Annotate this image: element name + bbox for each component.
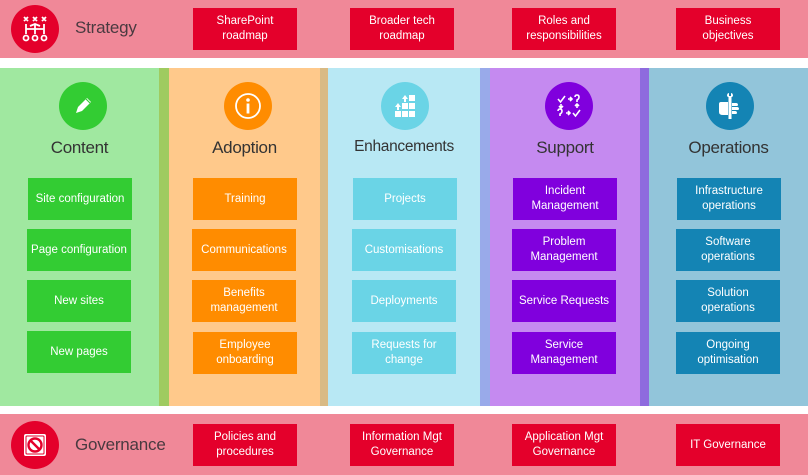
support-item[interactable]: Incident Management [513, 178, 617, 220]
adoption-item[interactable]: Communications [192, 229, 296, 271]
governance-item[interactable]: Application Mgt Governance [512, 424, 616, 466]
content-item[interactable]: New sites [27, 280, 131, 322]
adoption-item[interactable]: Employee onboarding [193, 332, 297, 374]
strategy-band: Strategy SharePoint roadmap Broader tech… [0, 0, 808, 58]
info-icon [224, 82, 272, 130]
growth-blocks-icon [381, 82, 429, 130]
governance-title: Governance [75, 435, 166, 454]
governance-item[interactable]: IT Governance [676, 424, 780, 466]
column-separator [480, 68, 490, 406]
column-title: Support [536, 138, 594, 157]
governance-item[interactable]: Information Mgt Governance [350, 424, 454, 466]
column-separator [320, 68, 328, 406]
operations-item[interactable]: Infrastructure operations [677, 178, 781, 220]
support-item[interactable]: Service Management [512, 332, 616, 374]
column-title: Enhancements [354, 138, 454, 155]
enhancements-item[interactable]: Requests for change [352, 332, 456, 374]
column-adoption: Adoption Training Communications Benefit… [169, 68, 320, 406]
strategy-item[interactable]: Business objectives [676, 8, 780, 50]
enhancements-item[interactable]: Projects [353, 178, 457, 220]
prohibited-sign-icon [11, 421, 59, 469]
hand-wrench-icon [706, 82, 754, 130]
decision-tree-icon [11, 5, 59, 53]
enhancements-item[interactable]: Customisations [352, 229, 456, 271]
support-item[interactable]: Service Requests [512, 280, 616, 322]
operations-item[interactable]: Solution operations [676, 280, 780, 322]
column-separator [640, 68, 649, 406]
pencil-icon [59, 82, 107, 130]
governance-item[interactable]: Policies and procedures [193, 424, 297, 466]
strategy-item[interactable]: Roles and responsibilities [512, 8, 616, 50]
content-item[interactable]: Page configuration [27, 229, 131, 271]
adoption-item[interactable]: Benefits management [192, 280, 296, 322]
strategy-title: Strategy [75, 18, 137, 37]
content-item[interactable]: New pages [27, 331, 131, 373]
column-operations: Operations Infrastructure operations Sof… [649, 68, 808, 406]
column-content: Content Site configuration Page configur… [0, 68, 159, 406]
strategy-item[interactable]: Broader tech roadmap [350, 8, 454, 50]
column-title: Operations [688, 138, 769, 157]
content-item[interactable]: Site configuration [28, 178, 132, 220]
question-check-cycle-icon [545, 82, 593, 130]
column-title: Adoption [212, 138, 277, 157]
column-enhancements: Enhancements Projects Customisations Dep… [328, 68, 480, 406]
operations-item[interactable]: Software operations [676, 229, 780, 271]
governance-band: Governance Policies and procedures Infor… [0, 414, 808, 475]
strategy-item[interactable]: SharePoint roadmap [193, 8, 297, 50]
support-item[interactable]: Problem Management [512, 229, 616, 271]
operations-item[interactable]: Ongoing optimisation [676, 332, 780, 374]
enhancements-item[interactable]: Deployments [352, 280, 456, 322]
adoption-item[interactable]: Training [193, 178, 297, 220]
column-separator [159, 68, 169, 406]
column-support: Support Incident Management Problem Mana… [490, 68, 640, 406]
column-title: Content [50, 138, 109, 157]
